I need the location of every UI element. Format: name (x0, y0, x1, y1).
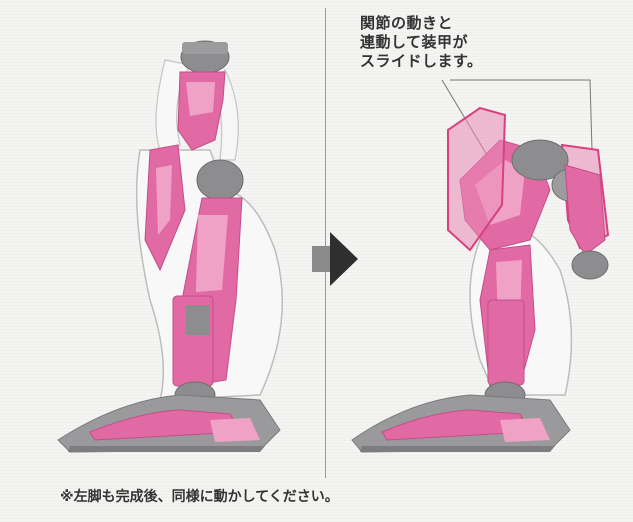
callout-line: スライドします。 (360, 52, 483, 70)
leg-before-panel (10, 0, 322, 478)
footnote-note: ※左脚も完成後、同様に動かしてください。 (60, 489, 339, 505)
callout-line: 関節の動きと (360, 14, 454, 32)
callout-line: 連動して装甲が (360, 33, 469, 51)
slide-armor-callout: 関節の動きと 連動して装甲が スライドします。 (360, 14, 483, 71)
panel-divider (325, 8, 326, 478)
leg-after-illustration (351, 79, 610, 453)
leg-after-panel (330, 0, 625, 478)
leg-before-illustration (57, 40, 283, 453)
